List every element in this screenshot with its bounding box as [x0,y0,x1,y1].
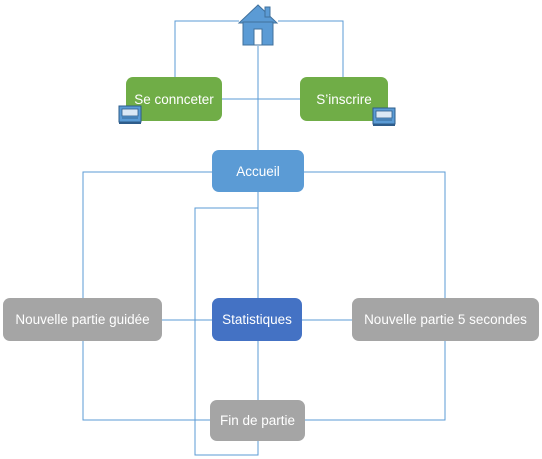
login-label: Se conncеter [134,91,214,107]
end-game-label: Fin de partie [219,413,296,428]
stats-node[interactable]: Statistiques [212,298,302,341]
computer-icon [118,105,142,124]
signup-label: S’inscrire [316,91,372,107]
house-icon[interactable] [236,3,280,47]
five-sec-game-node[interactable]: Nouvelle partie 5 secondes [352,298,539,341]
guided-game-node[interactable]: Nouvelle partie guidée [3,298,162,341]
home-label: Accueil [236,163,280,179]
home-node[interactable]: Accueil [212,150,304,192]
end-game-node[interactable]: Fin de partie [210,400,305,441]
login-button[interactable]: Se conncеter [126,77,222,121]
stats-label: Statistiques [222,312,292,327]
five-sec-game-label: Nouvelle partie 5 secondes [364,312,527,327]
guided-game-label: Nouvelle partie guidée [15,312,150,327]
computer-icon [372,107,396,126]
